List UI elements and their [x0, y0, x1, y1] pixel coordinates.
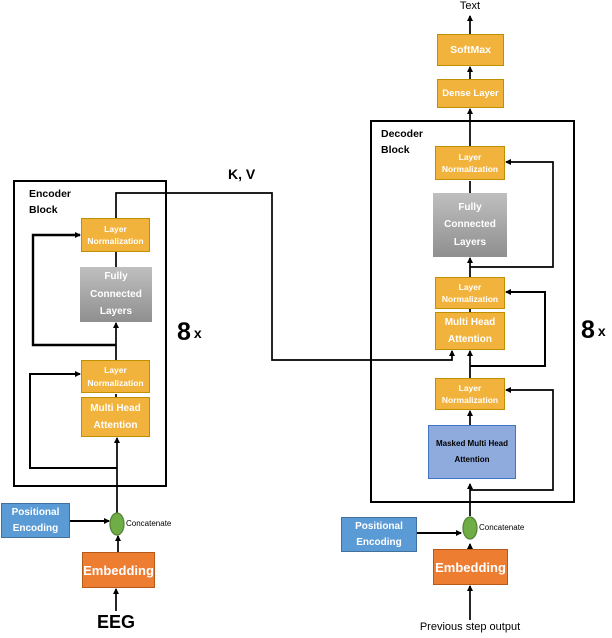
encoder-repeat-count: 8 [177, 318, 191, 346]
encoder-layer-norm-bottom: Layer Normalization [81, 360, 150, 393]
previous-step-output-label: Previous step output [419, 621, 521, 633]
decoder-repeat-x: x [597, 322, 606, 339]
masked-multi-head-attention-box: Masked Multi Head Attention [428, 425, 516, 479]
encoder-embedding-box: Embedding [82, 552, 155, 588]
encoder-block-title: Encoder Block [29, 188, 72, 217]
encoder-fully-connected-box: Fully Connected Layers [80, 267, 152, 322]
decoder-concatenate-label: Concatenate [479, 523, 525, 532]
decoder-multi-head-attention-box: Multi Head Attention [435, 312, 505, 350]
encoder-repeat-x: x [193, 324, 202, 341]
decoder-positional-encoding-box: Positional Encoding [341, 517, 417, 552]
decoder-concatenate-node [462, 516, 478, 540]
encoder-layer-norm-top: Layer Normalization [81, 218, 150, 252]
decoder-repeat-count: 8 [581, 316, 595, 344]
decoder-block-title: Decoder Block [381, 128, 424, 157]
decoder-layer-norm-middle: Layer Normalization [435, 277, 505, 309]
output-text-label: Text [459, 0, 481, 12]
eeg-input-label: EEG [96, 612, 135, 632]
dense-layer-box: Dense Layer [437, 79, 504, 108]
encoder-concatenate-label: Concatenate [126, 519, 172, 528]
softmax-box: SoftMax [437, 34, 504, 66]
decoder-layer-norm-top: Layer Normalization [435, 146, 505, 180]
kv-label: K, V [228, 166, 256, 182]
encoder-positional-encoding-box: Positional Encoding [1, 503, 70, 538]
encoder-concatenate-node [109, 512, 125, 536]
decoder-layer-norm-bottom: Layer Normalization [435, 378, 505, 410]
decoder-embedding-box: Embedding [433, 549, 508, 585]
encoder-multi-head-attention-box: Multi Head Attention [81, 397, 150, 437]
decoder-fully-connected-box: Fully Connected Layers [433, 193, 507, 257]
